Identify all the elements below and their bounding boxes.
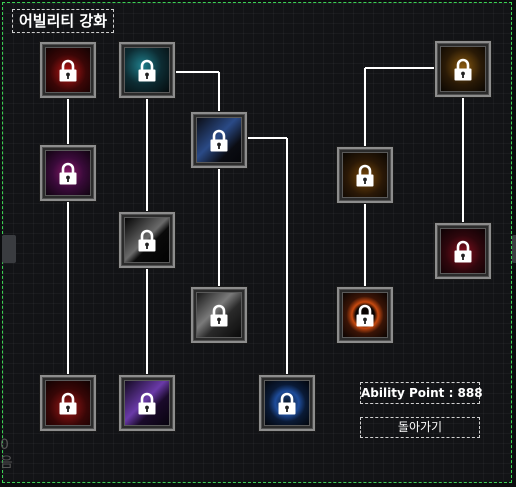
lock-icon [454, 58, 472, 81]
corner-hint-line: 음 [0, 455, 13, 471]
skill-node-9[interactable] [259, 375, 315, 431]
skill-node-2[interactable] [119, 42, 175, 98]
skill-node-art [45, 380, 91, 426]
page-title: 어빌리티 강화 [12, 9, 115, 33]
skill-node-11[interactable] [435, 41, 491, 97]
lock-icon [356, 164, 374, 187]
left-scroll-handle[interactable] [2, 235, 16, 263]
lock-icon [278, 392, 296, 415]
skill-node-art [440, 46, 486, 92]
back-button[interactable]: 돌아가기 [360, 417, 480, 438]
lock-icon [59, 392, 77, 415]
lock-icon [59, 162, 77, 185]
skill-node-13[interactable] [435, 223, 491, 279]
corner-hint-line: 0 [0, 437, 9, 453]
skill-node-art [124, 47, 170, 93]
skill-node-7[interactable] [40, 375, 96, 431]
skill-node-12[interactable] [337, 287, 393, 343]
skill-node-art [440, 228, 486, 274]
skill-node-4[interactable] [40, 145, 96, 201]
lock-icon [210, 304, 228, 327]
skill-node-art [45, 47, 91, 93]
corner-hint-text: 0 음 [0, 436, 22, 472]
ability-point-label: Ability Point : 888 [360, 382, 483, 404]
lock-icon [138, 392, 156, 415]
skill-node-6[interactable] [191, 287, 247, 343]
skill-node-3[interactable] [191, 112, 247, 168]
lock-icon [356, 304, 374, 327]
lock-icon [138, 59, 156, 82]
skill-node-art [196, 292, 242, 338]
lock-icon [59, 59, 77, 82]
skill-node-art [45, 150, 91, 196]
skill-node-8[interactable] [119, 375, 175, 431]
skill-node-10[interactable] [337, 147, 393, 203]
skill-node-art [264, 380, 310, 426]
lock-icon [454, 240, 472, 263]
right-scroll-handle[interactable] [512, 235, 516, 263]
skill-node-art [196, 117, 242, 163]
skill-node-art [124, 380, 170, 426]
skill-node-art [124, 217, 170, 263]
skill-node-5[interactable] [119, 212, 175, 268]
skill-node-1[interactable] [40, 42, 96, 98]
skill-node-art [342, 152, 388, 198]
skill-node-art [342, 292, 388, 338]
lock-icon [210, 129, 228, 152]
lock-icon [138, 229, 156, 252]
